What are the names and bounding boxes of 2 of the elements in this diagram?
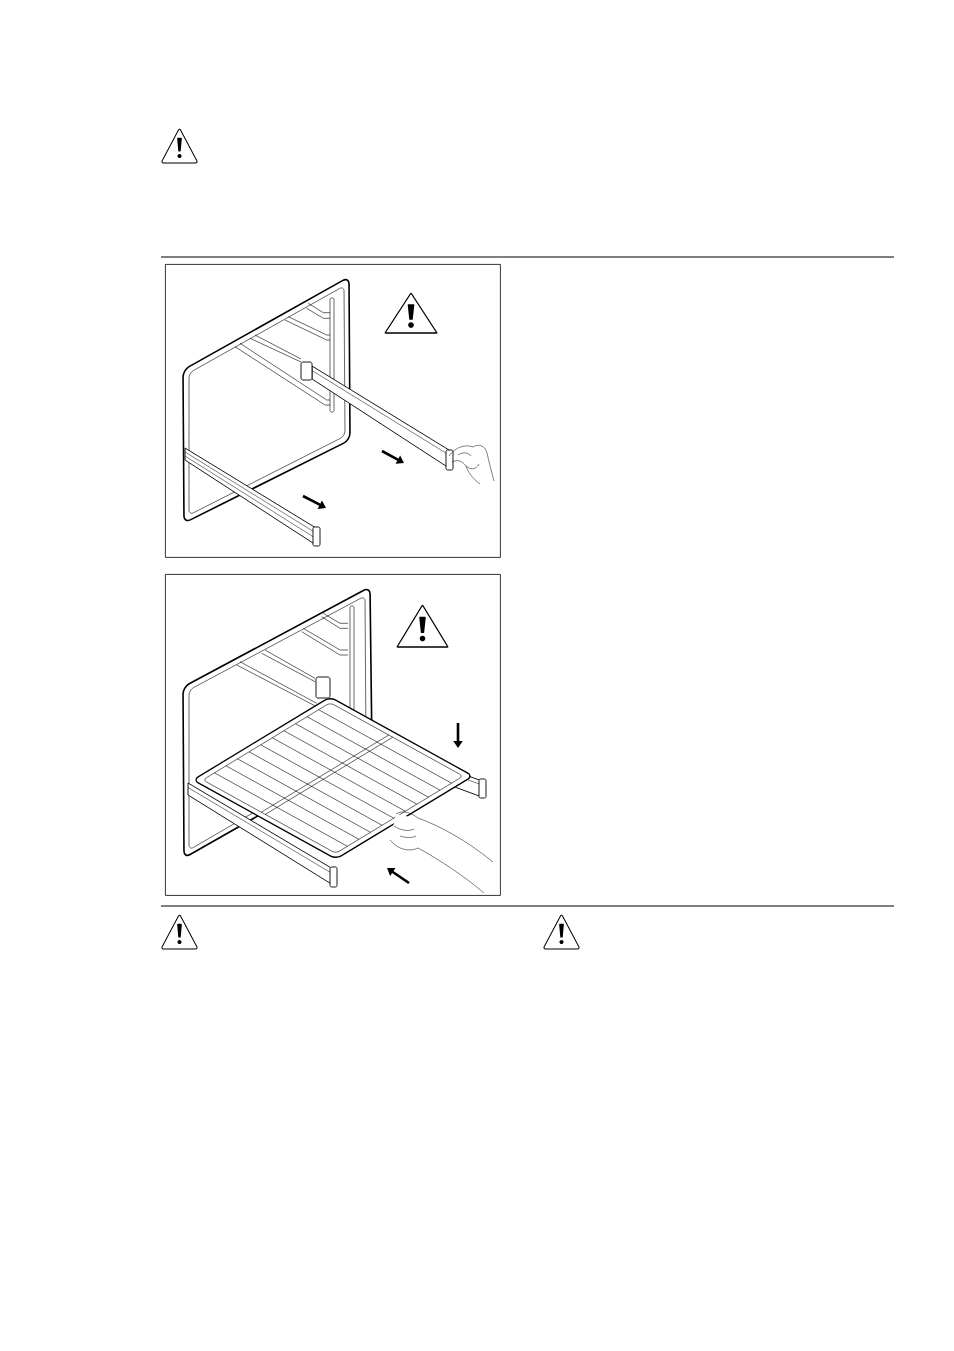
illustration-frame <box>165 574 501 896</box>
illustration-frame <box>165 264 501 558</box>
